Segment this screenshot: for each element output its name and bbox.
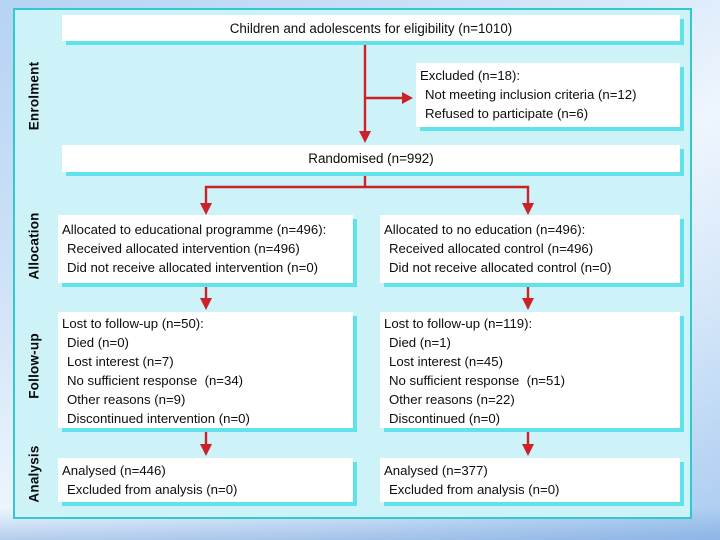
box-line: Analysed (n=377)	[384, 463, 488, 478]
stage-label-allocation: Allocation	[26, 212, 42, 280]
box-line: Excluded from analysis (n=0)	[67, 482, 238, 497]
analysis-intervention-box: Analysed (n=446) Excluded from analysis …	[58, 458, 353, 502]
stage-label-enrolment: Enrolment	[26, 61, 42, 131]
box-line: Allocated to educational programme (n=49…	[62, 222, 327, 237]
box-line: Did not receive allocated control (n=0)	[389, 260, 612, 275]
box-line: No sufficient response (n=34)	[67, 373, 244, 388]
box-line: Excluded from analysis (n=0)	[389, 482, 560, 497]
box-line: Analysed (n=446)	[62, 463, 166, 478]
box-line: Discontinued intervention (n=0)	[67, 411, 250, 426]
box-line: Received allocated intervention (n=496)	[67, 241, 300, 256]
box-line: Discontinued (n=0)	[389, 411, 501, 426]
eligibility-box: Children and adolescents for eligibility…	[62, 15, 680, 41]
followup-intervention-box: Lost to follow-up (n=50): Died (n=0) Los…	[58, 312, 353, 428]
randomised-box: Randomised (n=992)	[62, 145, 680, 172]
analysis-control-box: Analysed (n=377) Excluded from analysis …	[380, 458, 680, 502]
box-line: Excluded (n=18):	[420, 68, 521, 83]
randomised-text: Randomised (n=992)	[308, 151, 434, 166]
box-line: Received allocated control (n=496)	[389, 241, 594, 256]
box-line: Not meeting inclusion criteria (n=12)	[425, 87, 637, 102]
box-line: Other reasons (n=9)	[67, 392, 186, 407]
box-line: Died (n=1)	[389, 335, 451, 350]
box-line: Died (n=0)	[67, 335, 129, 350]
box-line: No sufficient response (n=51)	[389, 373, 566, 388]
excluded-box: Excluded (n=18): Not meeting inclusion c…	[416, 63, 680, 127]
box-line: Did not receive allocated intervention (…	[67, 260, 319, 275]
stage-label-followup: Follow-up	[26, 333, 42, 399]
box-line: Allocated to no education (n=496):	[384, 222, 586, 237]
eligibility-text: Children and adolescents for eligibility…	[229, 20, 513, 36]
box-line: Lost interest (n=45)	[389, 354, 503, 369]
box-line: Lost interest (n=7)	[67, 354, 174, 369]
box-line: Lost to follow-up (n=50):	[62, 316, 204, 331]
stage-label-analysis: Analysis	[26, 445, 42, 503]
box-line: Refused to participate (n=6)	[425, 106, 589, 121]
allocation-intervention-box: Allocated to educational programme (n=49…	[58, 215, 353, 283]
allocation-control-box: Allocated to no education (n=496): Recei…	[380, 215, 680, 283]
box-line: Other reasons (n=22)	[389, 392, 515, 407]
followup-control-box: Lost to follow-up (n=119): Died (n=1) Lo…	[380, 312, 680, 428]
box-line: Lost to follow-up (n=119):	[384, 316, 533, 331]
